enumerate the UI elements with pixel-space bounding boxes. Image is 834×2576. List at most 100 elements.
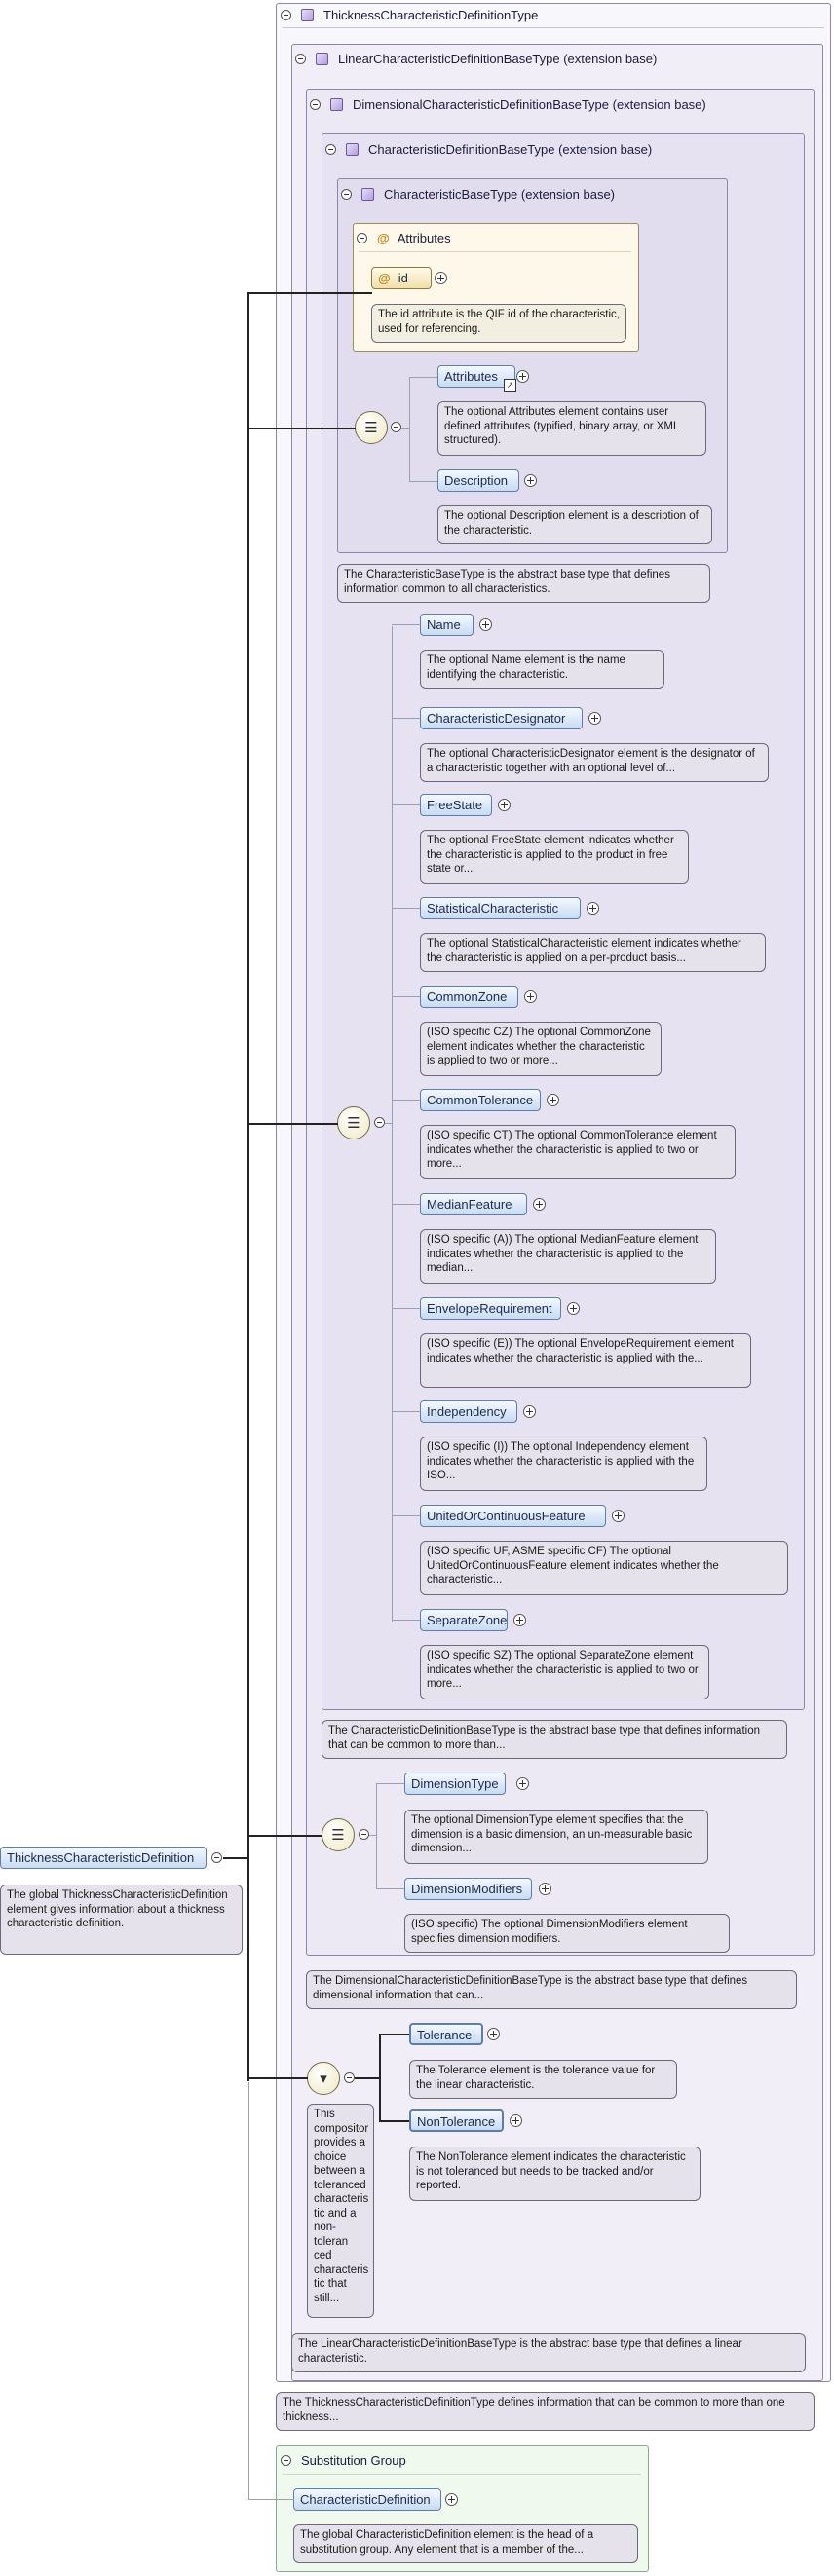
element-envelope-requirement[interactable]: EnvelopeRequirement bbox=[420, 1297, 561, 1320]
complex-type-icon bbox=[316, 53, 328, 65]
expand-icon[interactable] bbox=[587, 902, 599, 915]
collapse-toggle-icon[interactable] bbox=[374, 1117, 385, 1128]
collapse-toggle-icon[interactable] bbox=[357, 233, 367, 243]
sequence-compositor-icon[interactable]: ☰ bbox=[355, 411, 388, 444]
expand-icon[interactable] bbox=[445, 2493, 458, 2506]
element-doc: (ISO specific (E)) The optional Envelope… bbox=[420, 1333, 751, 1388]
connector-line bbox=[392, 1515, 421, 1516]
element-dimension-modifiers-label: DimensionModifiers bbox=[411, 1882, 523, 1896]
collapse-toggle-icon[interactable] bbox=[359, 1829, 369, 1840]
attribute-at-icon: @ bbox=[378, 271, 391, 285]
collapse-toggle-icon[interactable] bbox=[281, 2455, 291, 2466]
dimensional-base-doc: The DimensionalCharacteristicDefinitionB… bbox=[306, 1970, 797, 2009]
complex-type-icon bbox=[330, 98, 343, 111]
root-element-label: ThicknessCharacteristicDefinition bbox=[7, 1850, 195, 1865]
expand-icon[interactable] bbox=[547, 1094, 559, 1106]
attributes-header: @ Attributes bbox=[357, 231, 451, 245]
connector-line bbox=[379, 2034, 410, 2035]
element-statistical-characteristic[interactable]: StatisticalCharacteristic bbox=[420, 897, 581, 919]
element-tolerance[interactable]: Tolerance bbox=[409, 2023, 483, 2045]
expand-icon[interactable] bbox=[510, 2114, 522, 2127]
collapse-toggle-icon[interactable] bbox=[341, 189, 352, 200]
connector-line bbox=[401, 428, 410, 429]
connector-line bbox=[379, 2034, 381, 2121]
element-thickness-characteristic-definition[interactable]: ThicknessCharacteristicDefinition bbox=[0, 1847, 207, 1869]
element-free-state[interactable]: FreeState bbox=[420, 794, 492, 816]
element-dimension-modifiers[interactable]: DimensionModifiers bbox=[404, 1878, 532, 1900]
element-label: UnitedOrContinuousFeature bbox=[427, 1509, 586, 1523]
attribute-id-label: id bbox=[398, 271, 408, 285]
element-doc: The optional Name element is the name id… bbox=[420, 650, 664, 689]
connector-line bbox=[392, 1308, 421, 1309]
sequence-compositor-icon[interactable]: ☰ bbox=[322, 1818, 355, 1851]
expand-icon[interactable] bbox=[435, 272, 447, 284]
expand-icon[interactable] bbox=[524, 990, 537, 1003]
element-doc: The optional CharacteristicDesignator el… bbox=[420, 743, 769, 782]
collapse-toggle-icon[interactable] bbox=[391, 422, 401, 432]
thickness-type-doc: The ThicknessCharacteristicDefinitionTyp… bbox=[276, 2392, 815, 2431]
element-independency[interactable]: Independency bbox=[420, 1400, 517, 1423]
collapse-toggle-icon[interactable] bbox=[295, 54, 306, 64]
collapse-toggle-icon[interactable] bbox=[310, 99, 321, 110]
collapse-toggle-icon[interactable] bbox=[281, 10, 291, 20]
connector-line bbox=[409, 481, 438, 482]
expand-icon[interactable] bbox=[498, 799, 511, 811]
element-doc: The optional FreeState element indicates… bbox=[420, 830, 689, 884]
element-dimension-type[interactable]: DimensionType bbox=[404, 1773, 506, 1795]
sequence-compositor-icon[interactable]: ☰ bbox=[337, 1106, 370, 1139]
element-separate-zone[interactable]: SeparateZone bbox=[420, 1609, 508, 1631]
element-doc: The optional StatisticalCharacteristic e… bbox=[420, 933, 766, 972]
characteristic-base-header: CharacteristicBaseType (extension base) bbox=[341, 187, 615, 202]
expand-icon[interactable] bbox=[588, 712, 601, 725]
connector-line bbox=[379, 2120, 410, 2122]
attribute-at-icon: @ bbox=[377, 231, 390, 245]
element-characteristic-definition-label: CharacteristicDefinition bbox=[300, 2492, 431, 2507]
expand-icon[interactable] bbox=[516, 370, 529, 383]
expand-icon[interactable] bbox=[612, 1510, 625, 1522]
element-non-tolerance[interactable]: NonTolerance bbox=[409, 2109, 504, 2132]
divider bbox=[359, 251, 631, 252]
attribute-id[interactable]: @ id bbox=[371, 267, 432, 289]
element-name[interactable]: Name bbox=[420, 614, 474, 636]
expand-icon[interactable] bbox=[524, 474, 537, 487]
element-label: StatisticalCharacteristic bbox=[427, 901, 559, 915]
element-characteristic-designator[interactable]: CharacteristicDesignator bbox=[420, 707, 583, 729]
connector-line bbox=[376, 1783, 405, 1784]
connector-line bbox=[376, 1888, 405, 1889]
expand-icon[interactable] bbox=[479, 618, 492, 631]
choice-compositor-icon[interactable]: ▾ bbox=[307, 2062, 340, 2095]
element-characteristic-definition[interactable]: CharacteristicDefinition bbox=[293, 2488, 441, 2511]
collapse-toggle-icon[interactable] bbox=[211, 1852, 222, 1863]
thickness-type-title: ThicknessCharacteristicDefinitionType bbox=[323, 8, 539, 22]
complex-type-icon bbox=[346, 143, 359, 156]
connector-line bbox=[392, 1620, 421, 1621]
element-description-label: Description bbox=[444, 473, 509, 488]
characteristic-definition-doc: The global CharacteristicDefinition elem… bbox=[293, 2524, 638, 2563]
element-description[interactable]: Description bbox=[437, 469, 519, 492]
expand-icon[interactable] bbox=[523, 1405, 536, 1418]
element-common-zone[interactable]: CommonZone bbox=[420, 986, 518, 1008]
collapse-toggle-icon[interactable] bbox=[325, 144, 336, 155]
expand-icon[interactable] bbox=[567, 1302, 580, 1315]
linear-base-header: LinearCharacteristicDefinitionBaseType (… bbox=[295, 52, 657, 66]
expand-icon[interactable] bbox=[539, 1883, 551, 1895]
connector-line bbox=[369, 1835, 377, 1836]
element-median-feature[interactable]: MedianFeature bbox=[420, 1193, 527, 1215]
element-united-or-continuous-feature[interactable]: UnitedOrContinuousFeature bbox=[420, 1505, 606, 1527]
connector-line bbox=[248, 2082, 249, 2499]
expand-icon[interactable] bbox=[516, 1777, 529, 1790]
connector-line bbox=[392, 626, 393, 1622]
expand-icon[interactable] bbox=[533, 1198, 546, 1211]
element-attributes-label: Attributes bbox=[444, 369, 498, 384]
complex-type-icon bbox=[361, 188, 374, 201]
connector-line bbox=[376, 1783, 377, 1889]
attribute-id-doc: The id attribute is the QIF id of the ch… bbox=[371, 304, 626, 343]
connector-line bbox=[392, 996, 421, 997]
element-common-tolerance[interactable]: CommonTolerance bbox=[420, 1089, 541, 1111]
collapse-toggle-icon[interactable] bbox=[344, 2072, 355, 2083]
element-attributes[interactable]: Attributes bbox=[437, 365, 515, 388]
expand-icon[interactable] bbox=[513, 1614, 526, 1626]
connector-line bbox=[392, 1100, 421, 1101]
expand-icon[interactable] bbox=[487, 2028, 500, 2040]
connector-line bbox=[392, 908, 421, 909]
